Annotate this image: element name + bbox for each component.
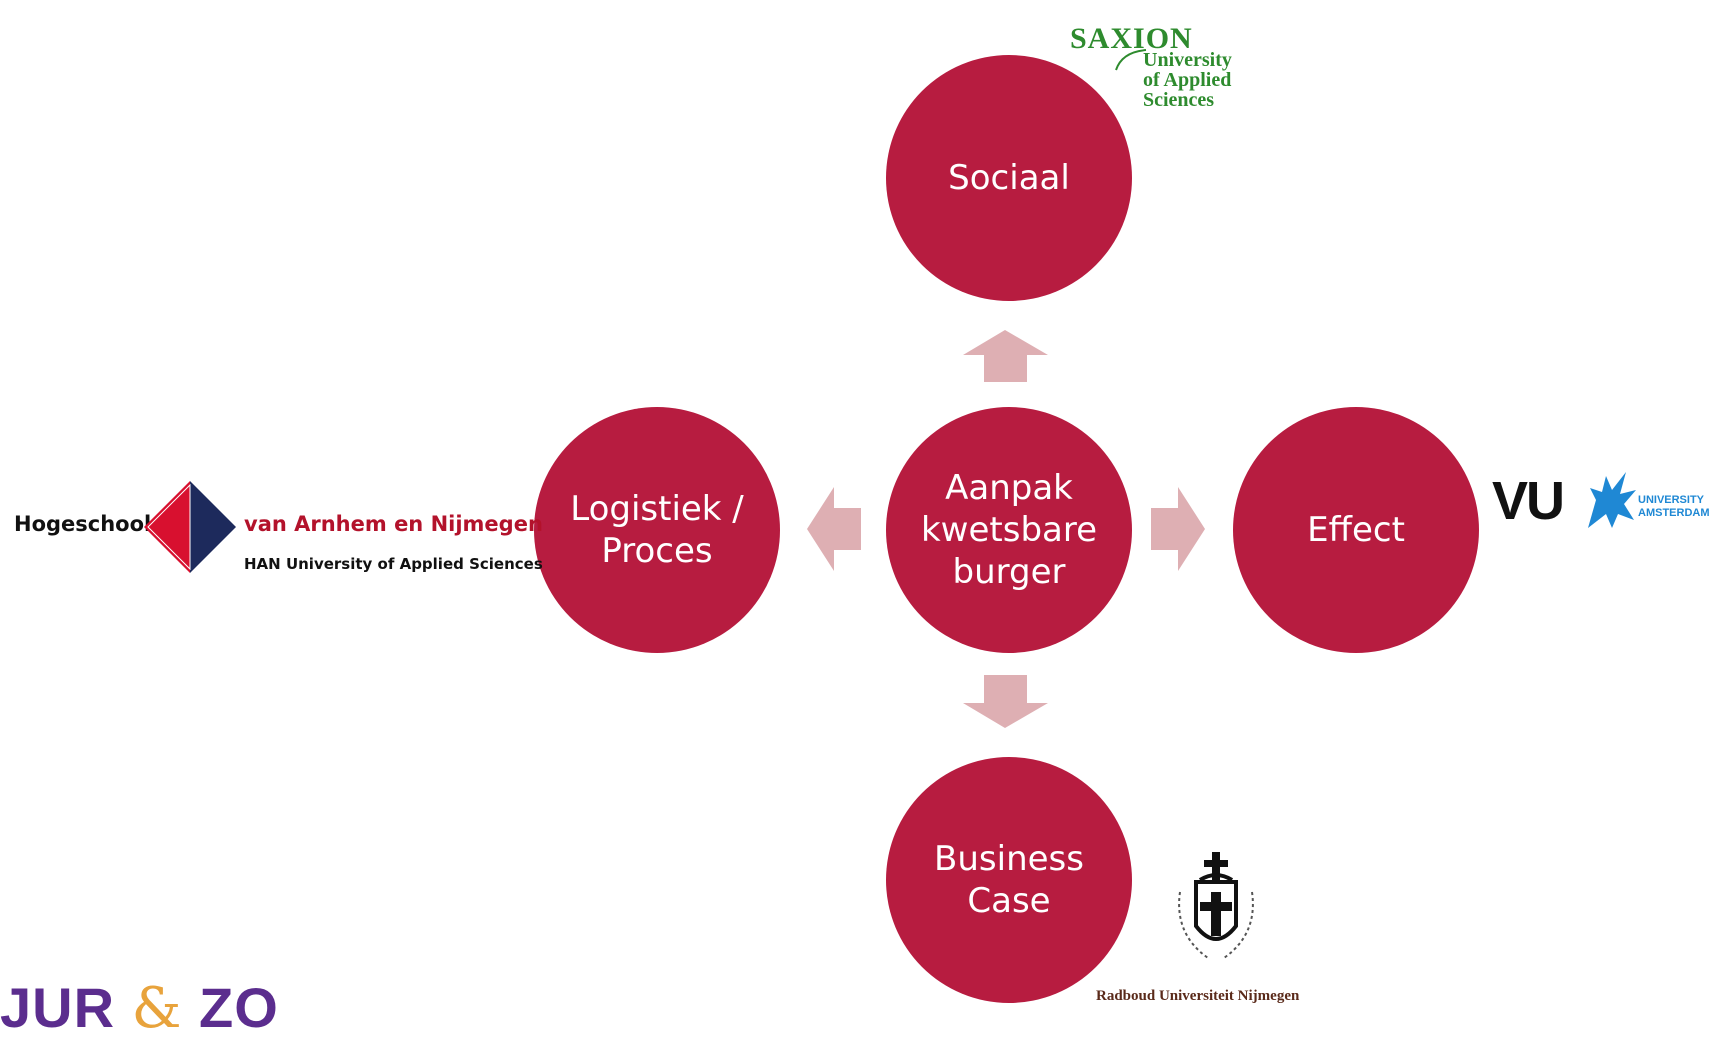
right-node-label: Effect xyxy=(1307,510,1405,550)
radboud-logo-text: Radboud Universiteit Nijmegen xyxy=(1096,988,1300,1004)
han-logo-subtitle: HAN University of Applied Sciences xyxy=(244,555,543,573)
saxion-swoosh-icon xyxy=(1115,49,1147,71)
arrow-left xyxy=(807,487,861,571)
jur-logo-ampersand: & xyxy=(131,976,183,1041)
top-node-sociaal: Sociaal xyxy=(886,55,1132,301)
left-node-logistiek: Logistiek / Proces xyxy=(534,407,780,653)
top-node-label: Sociaal xyxy=(948,158,1070,198)
bottom-node-label: Business Case xyxy=(934,839,1084,921)
radboud-seal-icon xyxy=(1178,852,1254,959)
han-logo-left-text: Hogeschool xyxy=(14,512,152,536)
bottom-node-business-case: Business Case xyxy=(886,757,1132,1003)
right-node-effect: Effect xyxy=(1233,407,1479,653)
han-diamond-icon xyxy=(144,481,236,573)
jur-logo-part1: JUR xyxy=(0,976,116,1039)
jur-en-zo-logo: JUR & ZO xyxy=(0,975,279,1041)
vu-logo-text: UNIVERSITY AMSTERDAM xyxy=(1638,494,1710,519)
left-node-label: Logistiek / Proces xyxy=(570,489,744,571)
arrow-right xyxy=(1151,487,1205,571)
center-node-label: Aanpak kwetsbare burger xyxy=(920,468,1098,592)
arrow-down xyxy=(963,675,1048,728)
center-node: Aanpak kwetsbare burger xyxy=(886,407,1132,653)
vu-logo-mark: VU xyxy=(1492,471,1565,531)
arrow-up xyxy=(963,330,1048,382)
saxion-logo-title: SAXION xyxy=(1070,22,1193,55)
jur-logo-part2: ZO xyxy=(199,976,279,1039)
han-logo-right-text: van Arnhem en Nijmegen xyxy=(244,512,543,536)
vu-griffin-icon xyxy=(1588,472,1636,528)
saxion-logo-subtitle: University of Applied Sciences xyxy=(1143,49,1232,111)
